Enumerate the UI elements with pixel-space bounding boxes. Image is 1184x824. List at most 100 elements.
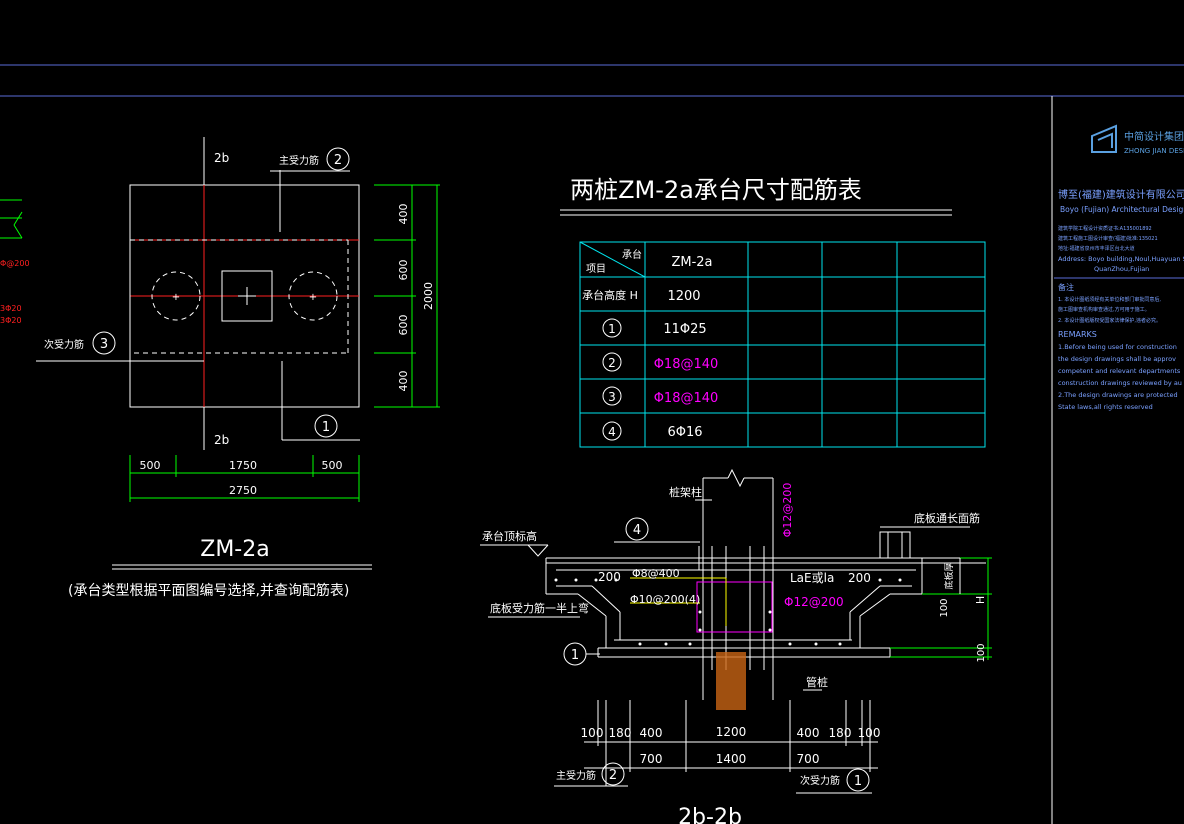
pipe-pile [716, 652, 746, 710]
remarks-4: construction drawings reviewed by au [1058, 379, 1182, 387]
section-dim-right-3: 100 [858, 726, 881, 740]
info-line-2: 建筑工程施工图设计审查(福建)批准:135021 [1058, 235, 1158, 242]
left-stub-label-a: Φ@200 [0, 259, 30, 268]
plan-dim-right-4: 400 [397, 371, 410, 392]
pile-circle-right [288, 271, 338, 321]
plan-dim-bottom-1: 500 [140, 459, 161, 472]
info-line-3: 地址:福建省泉州市丰泽区台北大道 [1058, 245, 1135, 252]
svg-text:1: 1 [322, 420, 330, 435]
section-dim-700-right: 700 [797, 752, 820, 766]
section-dim-left-3: 400 [640, 726, 663, 740]
svg-text:1: 1 [854, 774, 862, 789]
plan-secondary-bar-callout [92, 331, 116, 355]
section-column-label: 桩架柱 [669, 485, 702, 499]
section-stirrup-2: Φ10@200(4) [630, 593, 700, 606]
plan-main-bar-label: 主受力筋 [279, 154, 319, 167]
section-dim-right-1: 400 [797, 726, 820, 740]
section-rebar-vertical: Φ12@200 [781, 483, 794, 538]
left-stub-label-c: 3Φ20 [0, 316, 22, 325]
logo-cn: 中简设计集团 [1124, 130, 1184, 143]
svg-text:2: 2 [334, 153, 342, 168]
plan-dim-right-1: 400 [397, 204, 410, 225]
section-left-200: 200 [598, 570, 621, 584]
notes-cn-2: 施工图审查机构审查通过,方可用于施工。 [1058, 306, 1150, 313]
remarks-5: 2.The design drawings are protected [1058, 391, 1178, 399]
section-title: 2b-2b [678, 805, 742, 824]
section-right-100: 100 [939, 598, 950, 617]
plan-dim-right-3: 600 [397, 315, 410, 336]
section-right-200: 200 [848, 571, 871, 585]
table-row-3-value: Φ18@140 [654, 391, 719, 406]
company-cn: 博至(福建)建筑设计有限公司 [1058, 188, 1184, 201]
plan-title: ZM-2a [200, 537, 269, 562]
table-row-height-label: 承台高度 H [582, 288, 638, 302]
title-block: 中简设计集团 ZHONG JIAN DESI 博至(福建)建筑设计有限公司 Bo… [1051, 96, 1184, 824]
section-bottom-bend-label: 底板受力筋一半上弯 [490, 601, 589, 615]
svg-text:+: + [309, 292, 317, 303]
notes-cn-3: 2. 本设计图纸版权受国家法律保护,违者必究。 [1058, 317, 1161, 324]
remarks-3: competent and relevant departments [1058, 367, 1181, 375]
table-corner-top: 承台 [622, 248, 642, 261]
plan-2b-top: 2b [214, 151, 229, 165]
column-square [221, 270, 273, 322]
plan-main-bar-callout [326, 147, 350, 171]
table-corner-bottom: 项目 [586, 263, 606, 275]
svg-text:4: 4 [633, 523, 641, 538]
section-secondary-bar-callout [846, 768, 870, 792]
left-stub-label-b: 3Φ20 [0, 304, 22, 313]
section-dim-right-2: 180 [829, 726, 852, 740]
table-row-1-value: 11Φ25 [663, 322, 706, 337]
section-slab-label: 底板通长面筋 [914, 511, 980, 525]
table-title: 两桩ZM-2a承台尺寸配筋表 [570, 176, 862, 204]
svg-text:2: 2 [609, 768, 617, 783]
company-logo-icon [1091, 124, 1117, 153]
table-row-2-label: 2 [608, 356, 616, 370]
remarks-1: 1.Before being used for construction [1058, 343, 1177, 351]
section-dim-left-2: 180 [609, 726, 632, 740]
table-row-3-label: 3 [608, 390, 616, 404]
section-rebar-magenta: Φ12@200 [784, 595, 844, 609]
plan-dim-right-2: 600 [397, 260, 410, 281]
info-line-5: QuanZhou,Fujian [1094, 265, 1149, 273]
table-row-4-label: 4 [608, 425, 616, 439]
company-en: Boyo (Fujian) Architectural Design [1060, 205, 1184, 214]
section-right-100b: 100 [976, 643, 987, 662]
pile-circle-left [151, 271, 201, 321]
table-row-1-label: 1 [608, 322, 616, 336]
svg-text:3: 3 [100, 337, 108, 352]
section-main-bar-callout [601, 762, 625, 786]
section-secondary-bar-label: 次受力筋 [800, 774, 840, 787]
rebar-table: 承台 项目 ZM-2a 承台高度 H 1200 1 11Φ25 2 Φ18@14… [579, 241, 986, 448]
section-pipe-label: 管桩 [806, 675, 828, 689]
plan-2b-bottom: 2b [214, 433, 229, 447]
left-partial-drawing: Φ@200 3Φ20 3Φ20 [0, 199, 30, 325]
svg-text:1: 1 [571, 648, 579, 663]
table-row-4-value: 6Φ16 [667, 425, 702, 440]
plan-dim-bottom-3: 500 [322, 459, 343, 472]
section-right-vert-1: 底板厚 [943, 562, 955, 589]
logo-en: ZHONG JIAN DESI [1124, 147, 1184, 155]
remarks-6: State laws,all rights reserved [1058, 403, 1153, 411]
plan-dim-right-total: 2000 [422, 282, 435, 310]
section-lae: LaE或la [790, 571, 834, 585]
plan-dim-bottom-total: 2750 [229, 484, 257, 497]
plan-dimension-bottom: 500 1750 500 2750 [129, 455, 360, 502]
section-main-bar-label: 主受力筋 [556, 769, 596, 782]
remarks-2: the design drawings shall be approv [1058, 355, 1176, 363]
plan-dimension-right: 400 600 600 400 2000 [374, 184, 440, 408]
plan-subtitle: (承台类型根据平面图编号选择,并查询配筋表) [68, 582, 349, 599]
plan-view: + + 2b 2b 主受力筋 2 次受力筋 3 1 [36, 137, 360, 450]
table-row-height-value: 1200 [667, 289, 700, 304]
stirrup-box [696, 581, 773, 633]
table-row-2-value: Φ18@140 [654, 357, 719, 372]
section-view: 承台顶标高 4 桩架柱 Φ12@200 底板通长面筋 200 Φ8@400 Φ1… [480, 468, 992, 824]
table-header-col: ZM-2a [671, 255, 712, 270]
section-callout-4 [625, 517, 649, 541]
info-line-1: 建筑学院工程设计资质证书:A135001892 [1058, 225, 1152, 232]
section-dim-1400: 1400 [716, 752, 747, 766]
notes-title: 备注 [1058, 282, 1074, 292]
section-right-vert-2: H [974, 596, 987, 604]
section-dim-mid: 1200 [716, 725, 747, 739]
info-line-4: Address: Boyo building,Noul,Huayuan Sou [1058, 255, 1184, 263]
